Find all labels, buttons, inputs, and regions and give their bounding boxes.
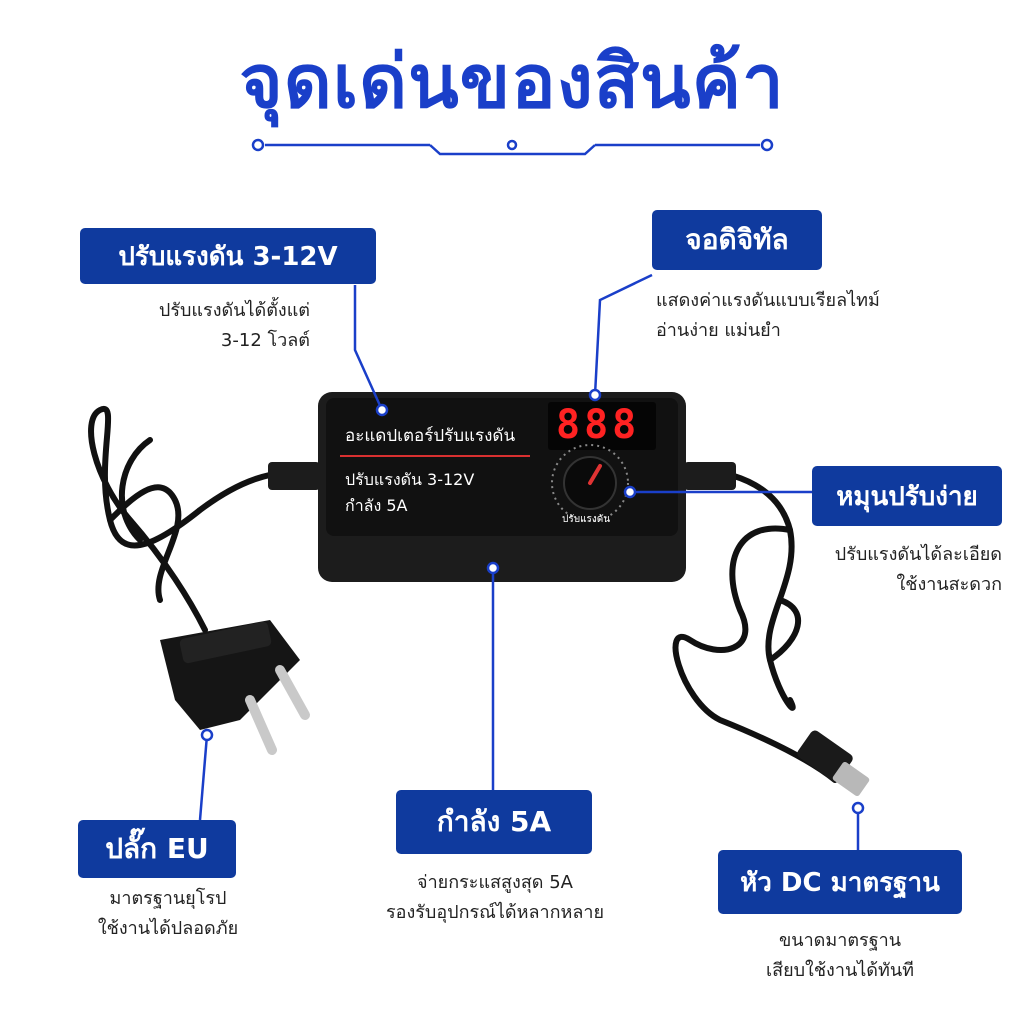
feature-power-desc: จ่ายกระแสสูงสุด 5A รองรับอุปกรณ์ได้หลากห…: [340, 868, 650, 928]
dc-plug-shape: [797, 730, 870, 797]
feature-voltage-label: ปรับแรงดัน 3-12V: [80, 228, 376, 284]
feature-plug-desc: มาตรฐานยุโรป ใช้งานได้ปลอดภัย: [78, 884, 258, 944]
page-title: จุดเด่นของสินค้า: [239, 39, 785, 125]
device-name: อะแดปเตอร์ปรับแรงดัน: [345, 426, 516, 446]
adapter-body: [268, 392, 736, 582]
feature-knob-label: หมุนปรับง่าย: [812, 466, 1002, 526]
feature-power-line2: รองรับอุปกรณ์ได้หลากหลาย: [385, 902, 605, 923]
dc-cable: [672, 467, 838, 783]
feature-display-desc: แสดงค่าแรงดันแบบเรียลไทม์ อ่านง่าย แม่นย…: [656, 286, 880, 346]
device-spec-current: กำลัง 5A: [345, 496, 408, 515]
feature-knob-desc: ปรับแรงดันได้ละเอียด ใช้งานสะดวก: [790, 540, 1002, 600]
device-spec-voltage: ปรับแรงดัน 3-12V: [345, 470, 475, 489]
feature-display-line1: แสดงค่าแรงดันแบบเรียลไทม์: [656, 290, 880, 311]
feature-voltage-line2: 3-12 โวลต์: [220, 330, 310, 351]
title-divider: [251, 138, 774, 156]
knob-label: ปรับแรงดัน: [562, 514, 611, 525]
feature-knob-line2: ใช้งานสะดวก: [896, 574, 1002, 595]
digital-display: 888: [556, 402, 641, 448]
feature-power-line1: จ่ายกระแสสูงสุด 5A: [417, 872, 573, 893]
feature-power-label: กำลัง 5A: [396, 790, 592, 854]
feature-display-line2: อ่านง่าย แม่นยำ: [656, 320, 781, 341]
feature-voltage-desc: ปรับแรงดันได้ตั้งแต่ 3-12 โวลต์: [100, 296, 310, 356]
ac-cable: [88, 405, 323, 633]
feature-display-label: จอดิจิทัล: [652, 210, 822, 270]
feature-dc-line1: ขนาดมาตรฐาน: [778, 930, 902, 951]
feature-dc-label: หัว DC มาตรฐาน: [718, 850, 962, 914]
feature-plug-line2: ใช้งานได้ปลอดภัย: [97, 918, 239, 939]
feature-dc-line2: เสียบใช้งานได้ทันที: [765, 960, 915, 981]
feature-dc-desc: ขนาดมาตรฐาน เสียบใช้งานได้ทันที: [730, 926, 950, 986]
eu-plug: [160, 620, 310, 755]
leader-lines: [198, 273, 860, 850]
feature-voltage-line1: ปรับแรงดันได้ตั้งแต่: [158, 300, 310, 321]
feature-plug-line1: มาตรฐานยุโรป: [109, 888, 227, 909]
feature-knob-line1: ปรับแรงดันได้ละเอียด: [834, 544, 1002, 565]
leader-dots: [200, 388, 865, 815]
feature-plug-label: ปลั๊ก EU: [78, 820, 236, 878]
